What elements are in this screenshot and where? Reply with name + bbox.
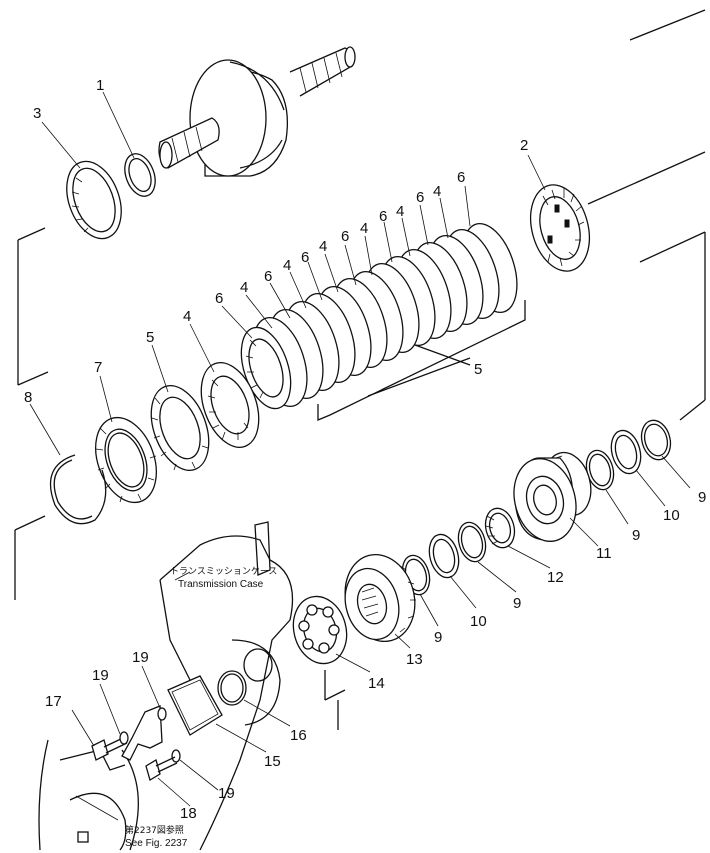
needle-bearing-12 bbox=[484, 507, 516, 549]
callout-15: 15 bbox=[264, 753, 281, 770]
output-shaft bbox=[158, 46, 356, 177]
drum-gear-2 bbox=[530, 184, 590, 272]
callout-19: 19 bbox=[218, 785, 235, 802]
callout-6: 6 bbox=[379, 208, 387, 225]
callout-10: 10 bbox=[663, 507, 680, 524]
callout-8: 8 bbox=[24, 389, 32, 406]
callout-6: 6 bbox=[264, 268, 272, 285]
ball-bearing-14 bbox=[292, 595, 348, 665]
reference-note: 第2237図参照 See Fig. 2237 bbox=[125, 824, 188, 849]
callout-4: 4 bbox=[283, 257, 291, 274]
separator-plate-5 bbox=[150, 385, 210, 471]
callout-17: 17 bbox=[45, 693, 62, 710]
ring-set-right bbox=[585, 419, 672, 491]
callout-numbers: 1 2 3 4 4 4 4 4 4 4 5 5 6 6 6 6 6 6 6 7 … bbox=[24, 77, 706, 822]
callout-14: 14 bbox=[368, 675, 385, 692]
callout-9: 9 bbox=[698, 489, 706, 506]
callout-5: 5 bbox=[146, 329, 154, 346]
snap-ring-8 bbox=[49, 454, 107, 525]
cover-plate-15 bbox=[167, 675, 223, 736]
callout-4: 4 bbox=[360, 220, 368, 237]
callout-9: 9 bbox=[513, 595, 521, 612]
callout-6: 6 bbox=[457, 169, 465, 186]
callout-19: 19 bbox=[92, 667, 109, 684]
callout-13: 13 bbox=[406, 651, 423, 668]
callout-9: 9 bbox=[632, 527, 640, 544]
callout-6: 6 bbox=[215, 290, 223, 307]
gear-11 bbox=[513, 451, 592, 542]
gear-13 bbox=[344, 553, 416, 643]
callout-10: 10 bbox=[470, 613, 487, 630]
callout-4: 4 bbox=[240, 279, 248, 296]
bracket bbox=[121, 705, 163, 761]
callout-2: 2 bbox=[520, 137, 528, 154]
callout-1: 1 bbox=[96, 77, 104, 94]
callout-6: 6 bbox=[341, 228, 349, 245]
callout-9: 9 bbox=[434, 629, 442, 646]
callout-6: 6 bbox=[301, 249, 309, 266]
callout-6: 6 bbox=[416, 189, 424, 206]
clutch-pack bbox=[240, 222, 526, 421]
callout-11: 11 bbox=[596, 545, 612, 562]
leader-lines bbox=[29, 91, 691, 821]
callout-4: 4 bbox=[319, 238, 327, 255]
callout-18: 18 bbox=[180, 805, 197, 822]
end-plate-gear-7 bbox=[95, 416, 157, 504]
washers-19 bbox=[119, 707, 181, 763]
callout-4: 4 bbox=[183, 308, 191, 325]
o-ring-16 bbox=[217, 670, 247, 706]
seal-ring-3 bbox=[66, 160, 122, 240]
case-label-en: Transmission Case bbox=[178, 579, 264, 590]
case-label-jp: トランスミッションケース bbox=[170, 566, 277, 577]
friction-disc-4 bbox=[200, 362, 260, 448]
transmission-case bbox=[38, 521, 294, 851]
callout-16: 16 bbox=[290, 727, 307, 744]
callout-7: 7 bbox=[94, 359, 102, 376]
callout-3: 3 bbox=[33, 105, 41, 122]
reference-jp: 第2237図参照 bbox=[125, 824, 184, 836]
callout-19: 19 bbox=[132, 649, 149, 666]
case-label: トランスミッションケース Transmission Case bbox=[170, 566, 277, 590]
ring-set-lower bbox=[401, 521, 487, 596]
callout-5: 5 bbox=[474, 361, 482, 378]
callout-4: 4 bbox=[433, 183, 441, 200]
disc-stack bbox=[240, 222, 518, 410]
snap-ring-1 bbox=[124, 153, 156, 197]
bolt-18 bbox=[145, 756, 178, 781]
callout-12: 12 bbox=[547, 569, 564, 586]
callout-4: 4 bbox=[396, 203, 404, 220]
reference-en: See Fig. 2237 bbox=[125, 838, 188, 849]
